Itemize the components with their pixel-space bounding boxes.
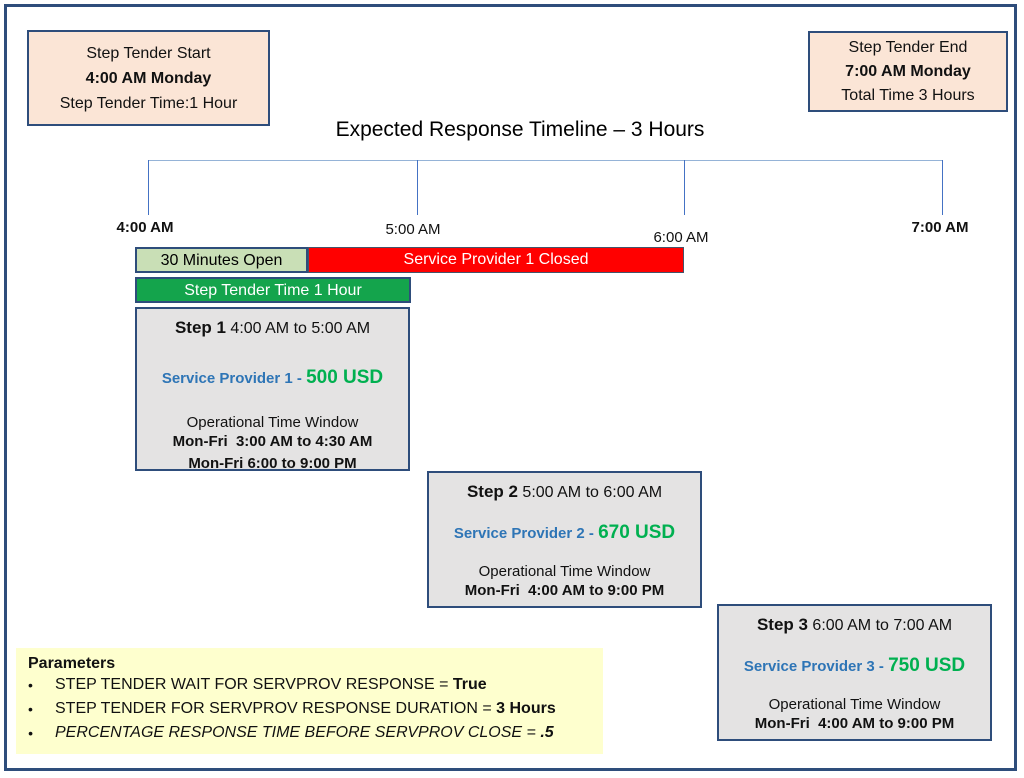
tick-label-5am: 5:00 AM	[385, 221, 441, 238]
bar-service-provider-1-closed-label: Service Provider 1 Closed	[403, 251, 589, 268]
bar-30-minutes-open-label: 30 Minutes Open	[160, 252, 283, 269]
tender-end-label: Step Tender End	[848, 39, 968, 56]
step-2-range: 5:00 AM to 6:00 AM	[522, 484, 663, 501]
step-1-provider: Service Provider 1 -	[161, 370, 307, 387]
step-2-price: 670 USD	[598, 522, 676, 543]
parameter-item: • STEP TENDER FOR SERVPROV RESPONSE DURA…	[28, 697, 603, 721]
parameter-value: .5	[540, 724, 554, 741]
tick-label-4am: 4:00 AM	[116, 219, 174, 236]
step-1-box: Step 1 4:00 AM to 5:00 AM Service Provid…	[135, 307, 410, 472]
step-1-price: 500 USD	[306, 367, 384, 388]
parameters-title: Parameters	[28, 655, 116, 672]
parameters-box: Parameters • STEP TENDER WAIT FOR SERVPR…	[16, 648, 603, 754]
bullet-icon: •	[28, 725, 33, 741]
timeline-tick-5am	[417, 160, 418, 215]
step-1-window-title: Operational Time Window	[186, 414, 359, 431]
parameter-value: True	[452, 676, 487, 693]
step-3-box: Step 3 6:00 AM to 7:00 AM Service Provid…	[717, 604, 992, 741]
bar-30-minutes-open: 30 Minutes Open	[135, 247, 308, 273]
step-3-provider: Service Provider 3 -	[743, 658, 889, 675]
step-2-title: Step 2 5:00 AM to 6:00 AM	[429, 482, 700, 502]
step-3-price: 750 USD	[888, 655, 966, 676]
bullet-icon: •	[28, 677, 33, 693]
step-2-box: Step 2 5:00 AM to 6:00 AM Service Provid…	[427, 471, 702, 608]
tender-end-note: Step Tender End 7:00 AM Monday Total Tim…	[808, 31, 1008, 112]
parameter-text: PERCENTAGE RESPONSE TIME BEFORE SERVPROV…	[55, 724, 554, 741]
parameter-text: STEP TENDER FOR SERVPROV RESPONSE DURATI…	[55, 700, 556, 717]
tick-label-6am: 6:00 AM	[653, 229, 709, 246]
timeline-tick-4am	[148, 160, 149, 215]
step-2-name: Step 2	[466, 482, 518, 501]
parameter-value: 3 Hours	[496, 700, 556, 717]
timeline-axis	[148, 160, 943, 161]
step-1-range: 4:00 AM to 5:00 AM	[230, 320, 371, 337]
parameter-text: STEP TENDER WAIT FOR SERVPROV RESPONSE =…	[55, 676, 487, 693]
bar-step-tender-time-label: Step Tender Time 1 Hour	[184, 282, 362, 299]
tick-label-7am: 7:00 AM	[911, 219, 969, 236]
step-2-window-line: Mon-Fri 4:00 AM to 9:00 PM	[464, 582, 665, 599]
step-3-name: Step 3	[756, 615, 808, 634]
diagram-title: Expected Response Timeline – 3 Hours	[335, 118, 705, 141]
parameter-item: • STEP TENDER WAIT FOR SERVPROV RESPONSE…	[28, 673, 603, 697]
timeline-tick-6am	[684, 160, 685, 215]
step-1-provider-line: Service Provider 1 - 500 USD	[137, 367, 408, 389]
tender-end-time: 7:00 AM Monday	[845, 63, 971, 80]
step-3-range: 6:00 AM to 7:00 AM	[812, 617, 953, 634]
bar-step-tender-time: Step Tender Time 1 Hour	[135, 277, 411, 303]
step-2-window-title: Operational Time Window	[478, 563, 651, 580]
step-3-title: Step 3 6:00 AM to 7:00 AM	[719, 615, 990, 635]
step-2-provider: Service Provider 2 -	[453, 525, 599, 542]
step-3-provider-line: Service Provider 3 - 750 USD	[719, 655, 990, 677]
parameter-item: • PERCENTAGE RESPONSE TIME BEFORE SERVPR…	[28, 721, 603, 745]
step-3-window-line: Mon-Fri 4:00 AM to 9:00 PM	[754, 715, 955, 732]
step-1-title: Step 1 4:00 AM to 5:00 AM	[137, 318, 408, 338]
tender-end-total: Total Time 3 Hours	[841, 87, 975, 104]
step-3-window-title: Operational Time Window	[768, 696, 941, 713]
step-2-provider-line: Service Provider 2 - 670 USD	[429, 522, 700, 544]
bullet-icon: •	[28, 701, 33, 717]
tender-start-note: Step Tender Start 4:00 AM Monday Step Te…	[27, 30, 270, 126]
tender-start-label: Step Tender Start	[86, 45, 211, 62]
slide-border	[4, 4, 1017, 771]
bar-service-provider-1-closed: Service Provider 1 Closed	[308, 247, 684, 273]
tender-start-time: 4:00 AM Monday	[85, 70, 212, 87]
step-1-window-line: Mon-Fri 6:00 to 9:00 PM	[188, 455, 357, 472]
step-1-name: Step 1	[174, 318, 226, 337]
timeline-tick-7am	[942, 160, 943, 215]
tender-start-duration: Step Tender Time:1 Hour	[59, 95, 238, 112]
step-1-window-line: Mon-Fri 3:00 AM to 4:30 AM	[172, 433, 373, 450]
